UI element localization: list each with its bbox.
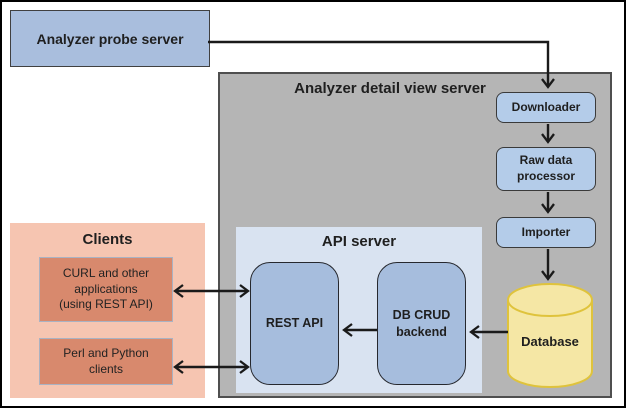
database-label: Database (521, 334, 579, 349)
db-crud-backend-box: DB CRUD backend (377, 262, 466, 385)
curl-clients-box: CURL and other applications (using REST … (39, 257, 173, 322)
clients-title: Clients (82, 231, 133, 248)
importer-label: Importer (521, 224, 571, 239)
importer-box: Importer (496, 217, 596, 248)
db-crud-backend-label: DB CRUD backend (392, 308, 451, 339)
downloader-box: Downloader (496, 92, 596, 123)
perl-python-clients-box: Perl and Python clients (39, 338, 173, 385)
rest-api-label: REST API (265, 316, 324, 331)
rest-api-box: REST API (250, 262, 339, 385)
downloader-label: Downloader (511, 99, 581, 114)
curl-clients-label: CURL and other applications (using REST … (59, 266, 153, 312)
perl-python-clients-label: Perl and Python clients (63, 345, 149, 376)
raw-data-processor-label: Raw data processor (516, 153, 576, 183)
analyzer-probe-server-box: Analyzer probe server (10, 10, 210, 67)
raw-data-processor-box: Raw data processor (496, 147, 596, 191)
api-server-title: API server (321, 233, 397, 250)
analyzer-probe-server-label: Analyzer probe server (36, 30, 184, 47)
